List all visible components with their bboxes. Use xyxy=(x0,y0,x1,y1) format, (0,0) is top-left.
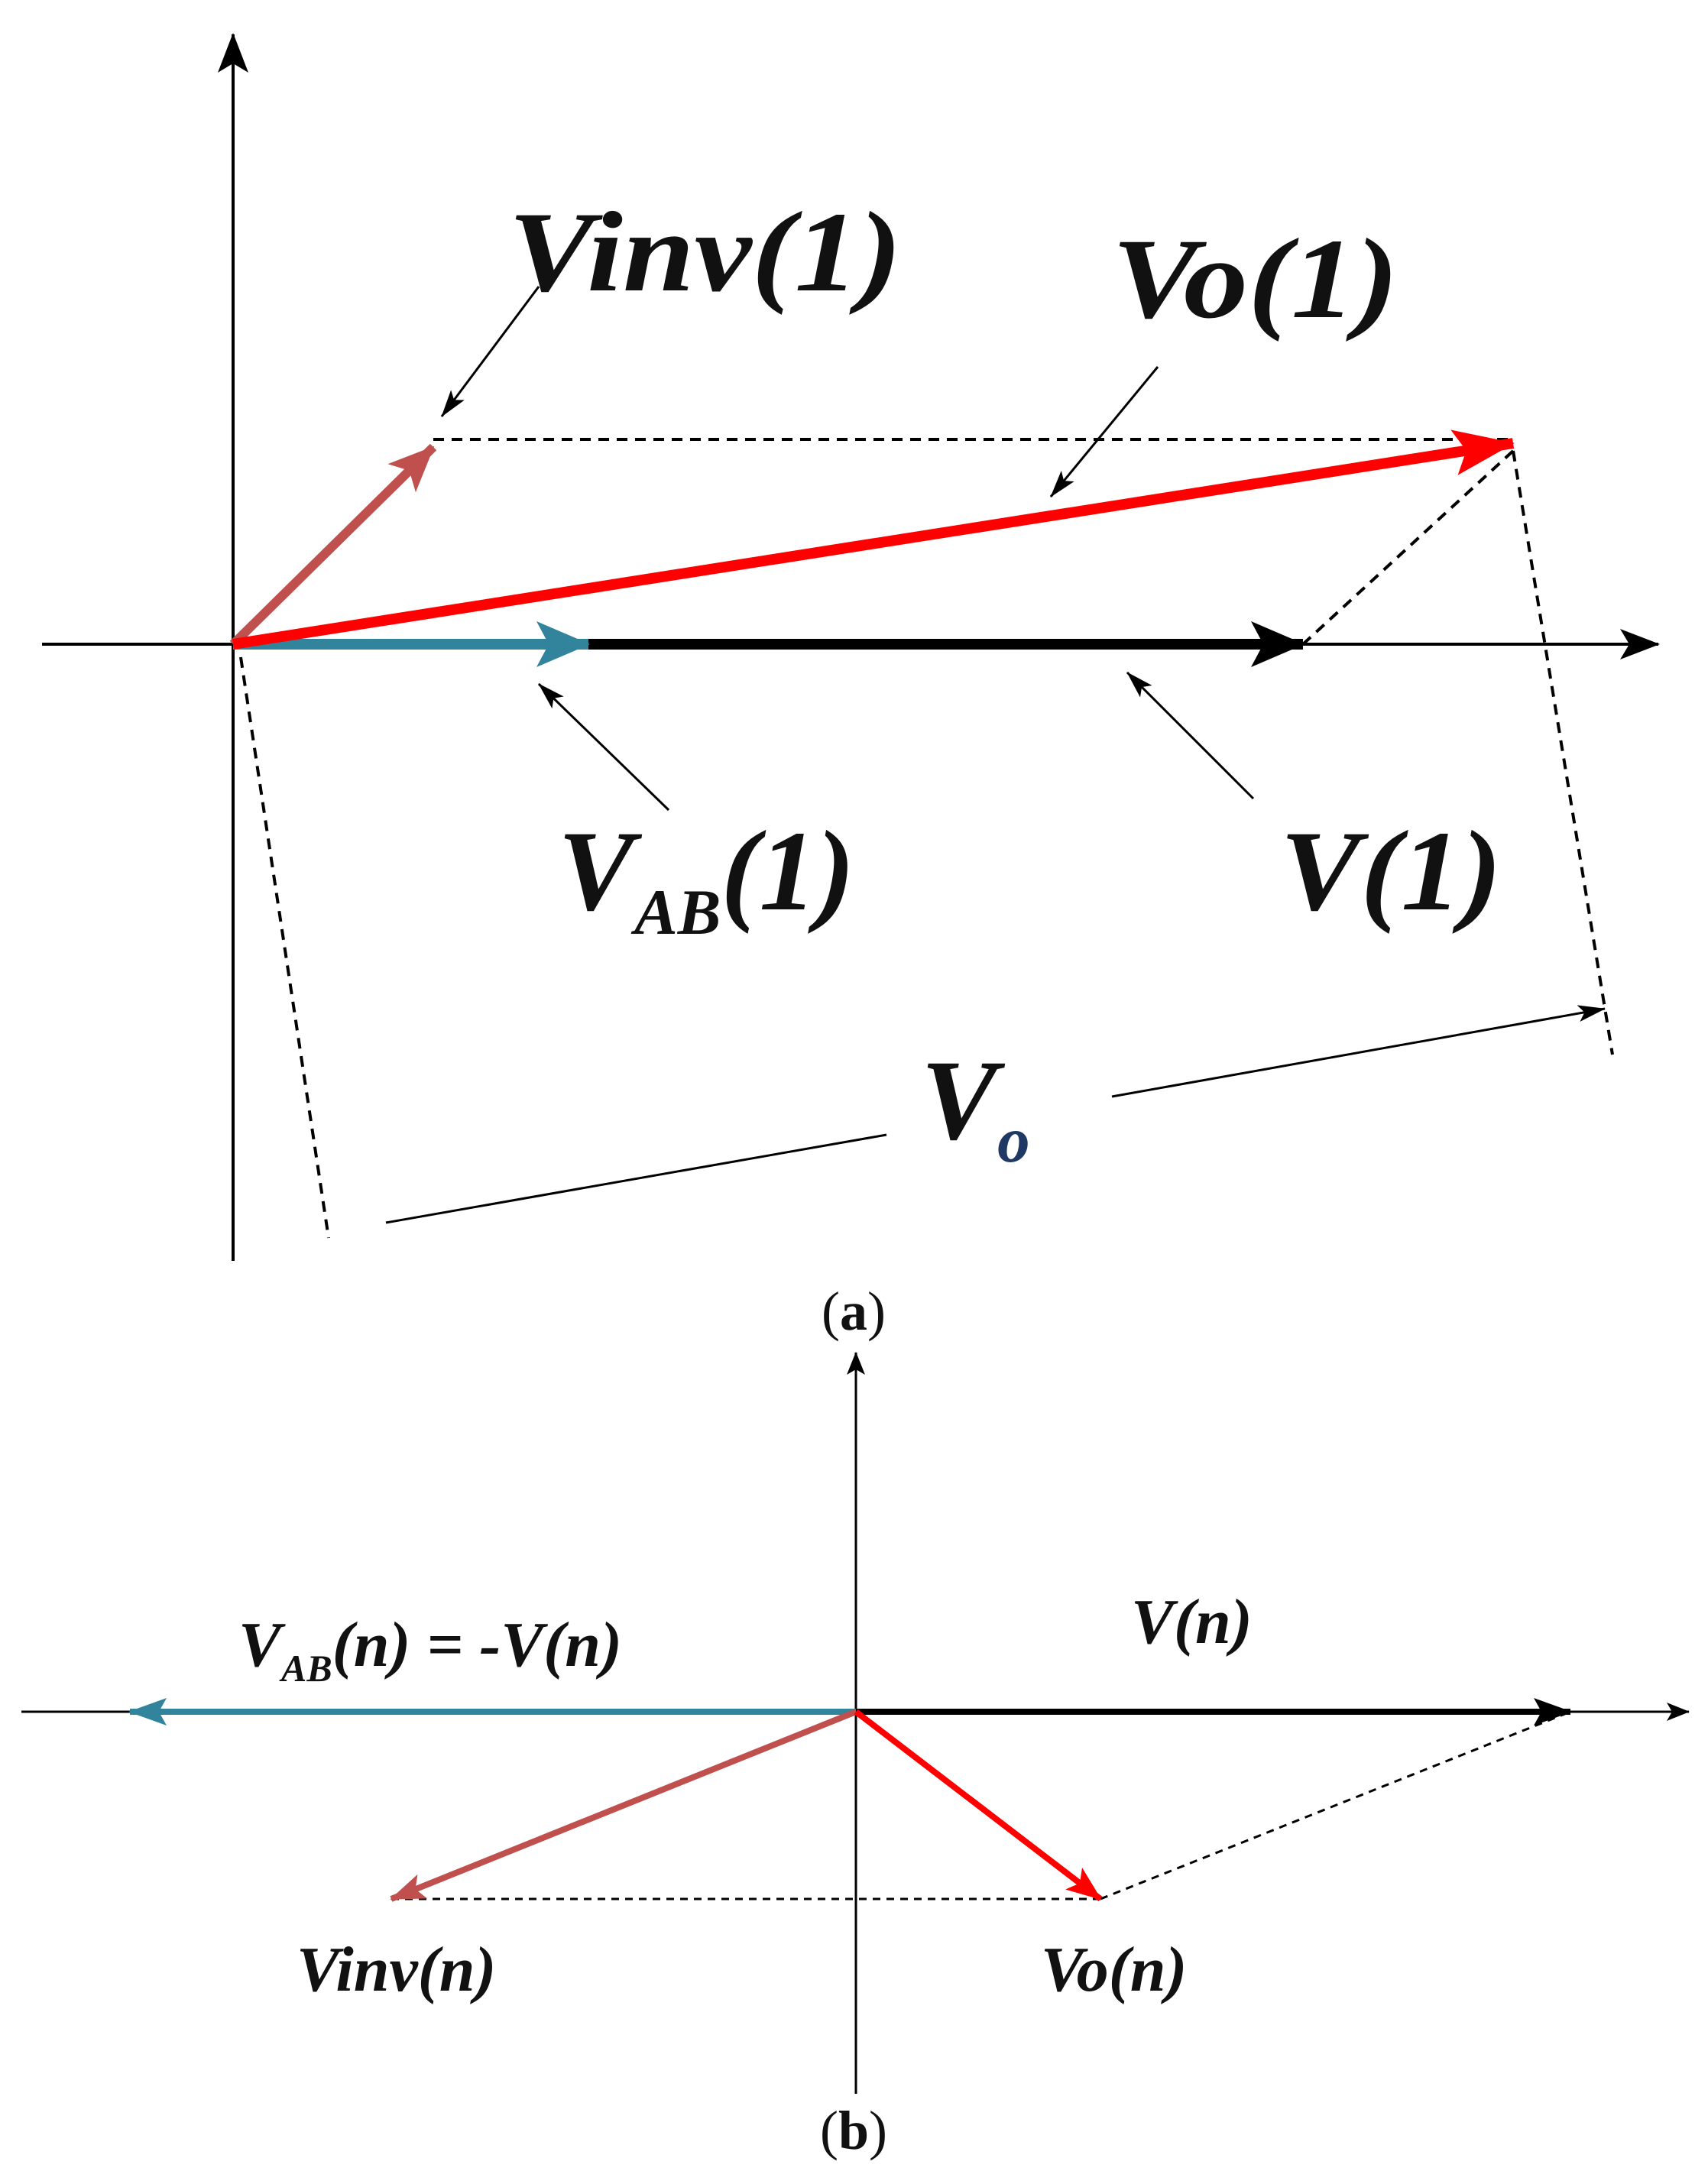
panel-b-vab-tail: (n) = -V(n) xyxy=(332,1609,622,1680)
panel-a-construction-lines xyxy=(239,438,1614,1239)
panel-a-vab-label: VAB(1) xyxy=(558,808,854,948)
panel-a-vab-main: V xyxy=(558,808,643,935)
panel-b-caption: (b) xyxy=(820,2100,887,2161)
panel-a-vo-phasor xyxy=(232,429,1515,650)
panel-a-vab-subscript: AB xyxy=(630,877,721,948)
panel-b-vo-label: Vo(n) xyxy=(1041,1934,1187,2005)
panel-a-vo-dim-subscript: o xyxy=(997,1104,1030,1176)
panel-a-v-label: V(1) xyxy=(1280,808,1502,935)
panel-a-vinv-phasor xyxy=(229,443,437,648)
panel-a-vinv-label: Vinv(1) xyxy=(508,189,902,316)
panel-a-vo-label: Vo(1) xyxy=(1112,215,1398,342)
panel-a-vo-dim-main: V xyxy=(921,1037,1006,1164)
panel-a: Vinv(1) Vo(1) VAB(1) V(1) Vo (a) xyxy=(42,33,1660,1342)
panel-b-vab-main: V xyxy=(238,1609,286,1680)
panel-a-pointer-arrows xyxy=(385,286,1606,1224)
panel-a-vab-tail: (1) xyxy=(721,808,854,935)
panel-b: VAB(n) = -V(n) V(n) Vinv(n) Vo(n) (b) xyxy=(21,1352,1690,2161)
panel-b-vo-phasor xyxy=(854,1709,1103,1902)
panel-b-vab-label: VAB(n) = -V(n) xyxy=(238,1609,622,1690)
panel-a-vo-dimension-label: Vo xyxy=(921,1037,1030,1176)
panel-b-vinv-phasor xyxy=(390,1709,857,1902)
panel-b-vinv-label: Vinv(n) xyxy=(297,1934,496,2005)
panel-b-v-label: V(n) xyxy=(1131,1586,1253,1657)
panel-a-caption: (a) xyxy=(822,1281,886,1342)
panel-b-construction-lines xyxy=(391,1710,1571,1900)
panel-b-vab-subscript: AB xyxy=(279,1647,332,1690)
